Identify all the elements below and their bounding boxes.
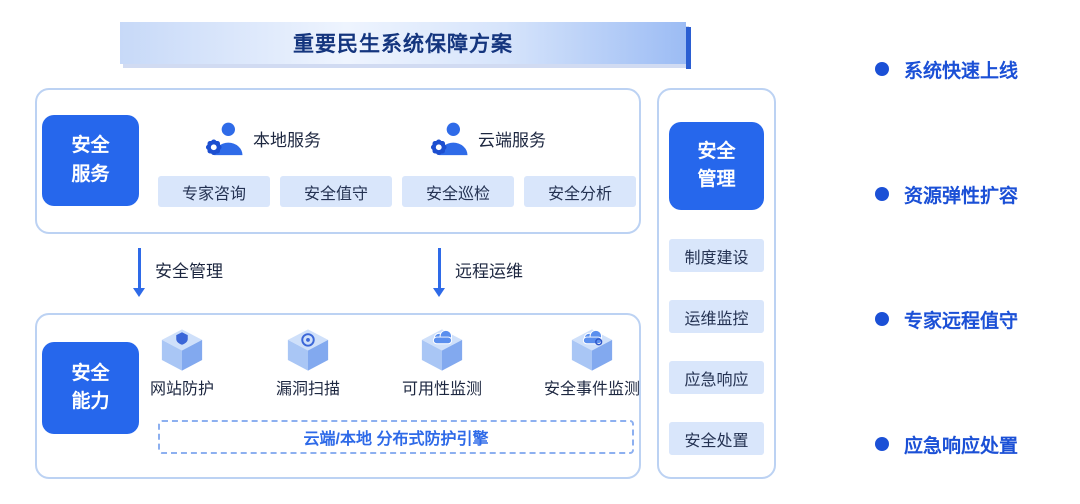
cloud-service-item: 云端服务: [430, 120, 546, 157]
tag-security-inspection: 安全巡检: [402, 176, 514, 207]
down-arrow-icon: [433, 248, 445, 297]
cube-cloud-icon: [419, 327, 465, 372]
local-service-label: 本地服务: [253, 131, 321, 150]
bullet-icon: [875, 437, 889, 451]
arrow-security-management: 安全管理: [133, 248, 223, 297]
capability-item-security-event-monitoring: 安全事件监测: [544, 327, 640, 399]
cube-cloud-monitor-icon: [569, 327, 615, 372]
tag-system-construction: 制度建设: [669, 239, 764, 272]
capability-label: 网站防护: [150, 381, 215, 398]
capability-label: 可用性监测: [401, 381, 482, 398]
down-arrow-icon: [133, 248, 145, 297]
arrow-remote-operations: 远程运维: [433, 248, 523, 297]
cloud-service-label: 云端服务: [478, 131, 546, 150]
benefit-item-emergency-response-handling: 应急响应处置: [875, 430, 1018, 458]
security-management-label: 安全管理: [697, 140, 736, 191]
security-management-button[interactable]: 安全管理: [669, 122, 764, 210]
tag-security-disposal: 安全处置: [669, 422, 764, 455]
bullet-icon: [875, 312, 889, 326]
tag-emergency-response: 应急响应: [669, 361, 764, 394]
security-capability-button[interactable]: 安全能力: [42, 342, 139, 434]
tag-operations-monitoring: 运维监控: [669, 300, 764, 333]
benefit-label: 资源弹性扩容: [904, 185, 1019, 207]
tag-security-analysis: 安全分析: [524, 176, 636, 207]
bullet-icon: [875, 62, 889, 76]
benefit-item-elastic-scaling: 资源弹性扩容: [875, 180, 1018, 208]
protection-engine-label: 云端/本地 分布式防护引擎: [303, 431, 489, 448]
benefit-label: 系统快速上线: [904, 60, 1019, 82]
capability-row: 网站防护 漏洞扫描: [150, 327, 640, 419]
arrow-label-remote-operations: 远程运维: [455, 262, 523, 281]
protection-engine-box: 云端/本地 分布式防护引擎: [158, 420, 634, 454]
capability-item-website-protection: 网站防护: [150, 327, 214, 399]
tag-security-duty: 安全值守: [280, 176, 392, 207]
security-capability-label: 安全能力: [71, 362, 110, 413]
benefit-label: 专家远程值守: [904, 310, 1019, 332]
capability-label: 漏洞扫描: [275, 381, 340, 398]
cube-scan-icon: [285, 327, 331, 372]
cube-shield-icon: [159, 327, 205, 372]
capability-item-availability-monitoring: 可用性监测: [402, 327, 482, 399]
person-gear-icon: [430, 120, 470, 157]
page-title: 重要民生系统保障方案: [293, 33, 513, 56]
service-tag-row: 专家咨询 安全值守 安全巡检 安全分析: [158, 176, 636, 207]
security-services-button[interactable]: 安全服务: [42, 115, 139, 206]
benefit-item-remote-expert-duty: 专家远程值守: [875, 305, 1018, 333]
title-banner: 重要民生系统保障方案: [120, 22, 691, 69]
arrow-label-security-management: 安全管理: [155, 262, 223, 281]
benefit-label: 应急响应处置: [904, 435, 1019, 457]
capability-item-vulnerability-scan: 漏洞扫描: [276, 327, 340, 399]
capability-label: 安全事件监测: [543, 381, 640, 398]
benefit-item-rapid-launch: 系统快速上线: [875, 55, 1018, 83]
tag-expert-consulting: 专家咨询: [158, 176, 270, 207]
security-services-label: 安全服务: [71, 135, 110, 185]
person-gear-icon: [205, 120, 245, 157]
bullet-icon: [875, 187, 889, 201]
local-service-item: 本地服务: [205, 120, 321, 157]
